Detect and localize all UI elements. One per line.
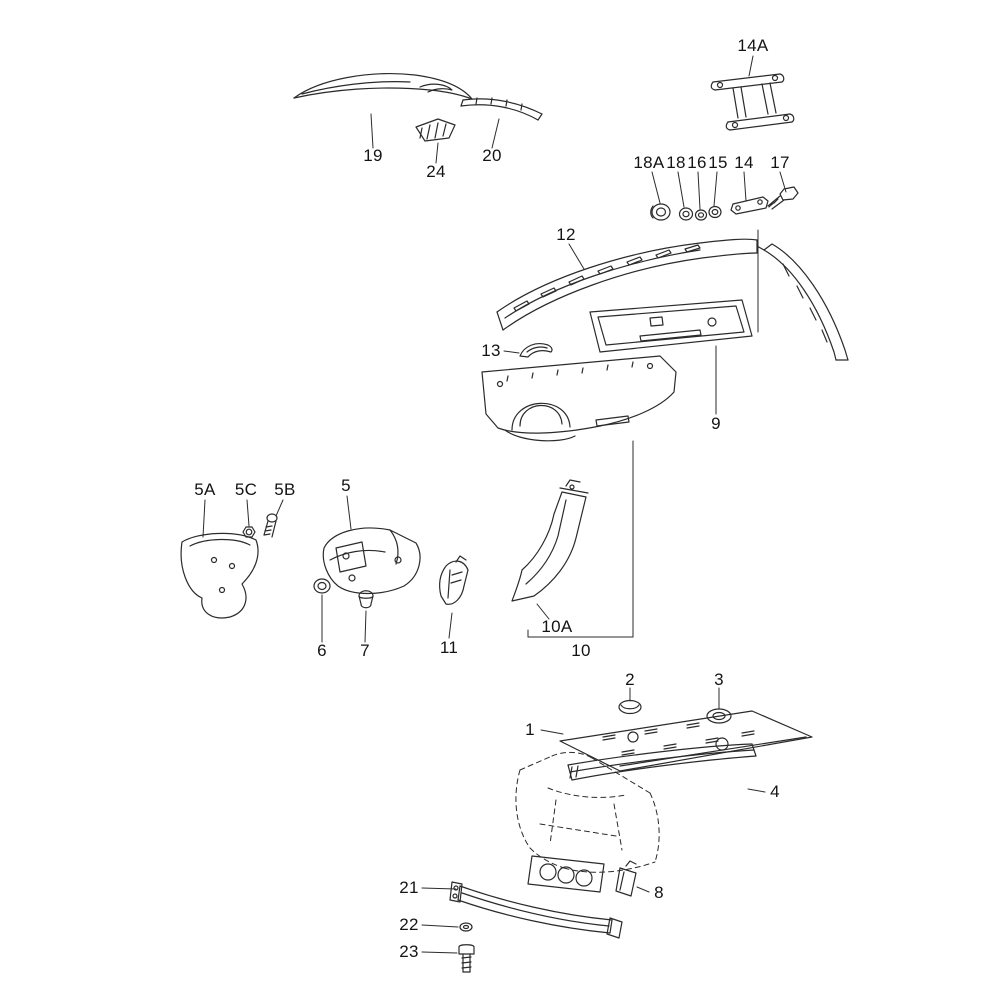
part-4-crossmember xyxy=(567,743,757,781)
part-23-bolt xyxy=(458,944,475,973)
part-22-washer xyxy=(459,922,473,932)
part-12-windshield-frame xyxy=(496,238,849,361)
part-15-grommet xyxy=(708,205,722,219)
hidden-structure-outline xyxy=(515,751,660,873)
part-19-roof-panel xyxy=(293,73,473,100)
part-11-bracket xyxy=(439,555,469,605)
three-hole-plate xyxy=(527,855,605,893)
part-8-bracket xyxy=(615,860,637,897)
part-5C-nut xyxy=(242,526,256,538)
leader-lines xyxy=(202,55,787,954)
part-7-plug xyxy=(358,590,374,609)
part-5-bracket xyxy=(322,527,421,595)
part-16-washer xyxy=(694,209,708,221)
part-24-bracket xyxy=(415,118,456,142)
part-2-grommet xyxy=(618,699,642,715)
part-21-crossmember xyxy=(449,881,623,939)
part-9-cowl-panel-assembly xyxy=(481,299,753,442)
part-1-floor-panel xyxy=(559,710,813,772)
part-13-clip xyxy=(519,343,553,358)
part-5B-bolt xyxy=(263,513,278,538)
part-18-washer xyxy=(678,207,694,221)
part-5A-panel xyxy=(180,532,259,619)
part-10A-pillar-section xyxy=(511,479,589,602)
part-14A-hinge-bracket xyxy=(710,73,795,131)
part-14-strap xyxy=(730,196,769,215)
part-18A-grommet xyxy=(650,203,671,221)
part-20-roof-rail xyxy=(460,97,543,121)
part-17-bolt xyxy=(767,186,799,210)
part-6-grommet xyxy=(313,578,331,594)
